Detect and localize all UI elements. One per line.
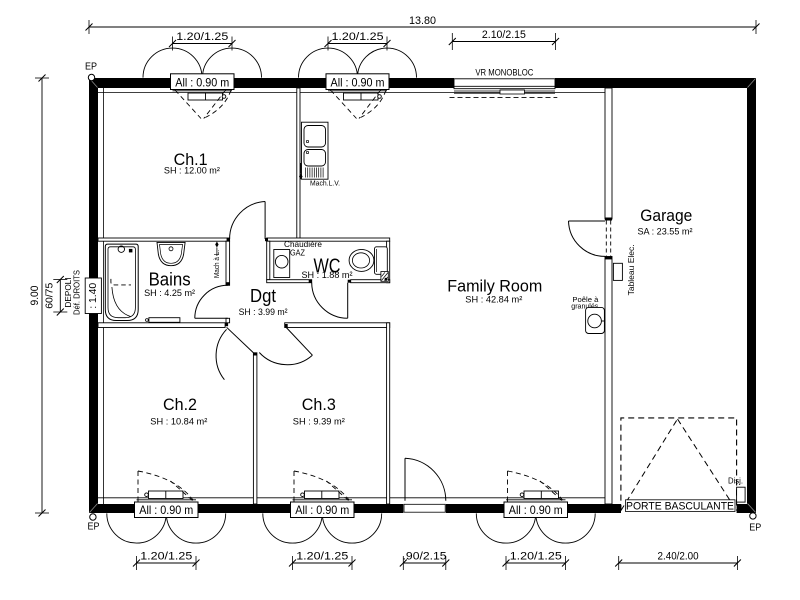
svg-text:Ch.1: Ch.1 [174,150,208,169]
svg-text:SH : 10.84 m²: SH : 10.84 m² [150,417,207,428]
svg-text:1.20/1.25: 1.20/1.25 [176,31,228,43]
svg-text:SH : 1.88 m²: SH : 1.88 m² [302,270,353,281]
svg-text:SH : 9.39 m²: SH : 9.39 m² [293,417,345,428]
svg-text:All : 0.90 m: All : 0.90 m [295,503,349,517]
svg-text:SH : 42.84 m²: SH : 42.84 m² [465,295,522,306]
svg-text:Ch.3: Ch.3 [302,395,336,414]
svg-text:EP: EP [88,522,100,533]
svg-text:GAZ: GAZ [290,247,305,257]
svg-text:WC: WC [314,255,341,277]
svg-text:Family Room: Family Room [447,276,542,295]
svg-text:9.00: 9.00 [29,286,41,306]
svg-text:Garage: Garage [640,206,692,225]
svg-text:Bains: Bains [149,269,191,289]
svg-text:Déf. DROITS: Déf. DROITS [72,270,81,315]
svg-text:1.20/1.25: 1.20/1.25 [332,31,384,43]
svg-text:EP: EP [85,62,97,73]
svg-text:Dgt: Dgt [250,286,276,306]
svg-text:Mach à L.: Mach à L. [214,250,221,278]
svg-text:SH : 3.99 m²: SH : 3.99 m² [239,307,288,318]
svg-text:1.20/1.25: 1.20/1.25 [510,551,562,563]
svg-text:Disj.: Disj. [728,477,743,486]
svg-text:SA : 23.55 m²: SA : 23.55 m² [638,227,693,238]
svg-text:granulés: granulés [571,303,598,310]
svg-text:PORTE BASCULANTE: PORTE BASCULANTE [626,500,734,512]
svg-text:VR MONOBLOC: VR MONOBLOC [475,68,533,78]
svg-text:60/75: 60/75 [44,282,55,308]
svg-text:All : 0.90 m: All : 0.90 m [331,75,385,89]
svg-text:Tableau Elec.: Tableau Elec. [626,244,636,295]
svg-text:.90/2.15: .90/2.15 [403,551,447,563]
svg-text:2.40/2.00: 2.40/2.00 [658,551,699,563]
svg-text:1.20/1.25: 1.20/1.25 [296,551,348,563]
svg-text:SH : 4.25 m²: SH : 4.25 m² [144,288,195,299]
svg-text:Poêle à: Poêle à [572,297,598,304]
svg-text:Mach.L.V.: Mach.L.V. [310,180,340,187]
svg-text:2.10/2.15: 2.10/2.15 [482,29,526,41]
svg-text:DEPOLI: DEPOLI [64,278,73,308]
svg-text:All : 0.90 m: All : 0.90 m [139,503,193,517]
svg-text:1.20/1.25: 1.20/1.25 [140,551,192,563]
svg-text:All : 0.90 m: All : 0.90 m [509,503,563,517]
svg-text:EP: EP [749,523,761,534]
svg-text:SH : 12.00 m²: SH : 12.00 m² [164,166,220,177]
svg-text:Ch.2: Ch.2 [163,395,197,414]
svg-text:13.80: 13.80 [409,15,436,27]
svg-text:All : 0.90 m: All : 0.90 m [175,75,229,89]
svg-text:: 1.40: : 1.40 [88,282,99,308]
svg-text:Chaudière: Chaudière [284,239,322,249]
